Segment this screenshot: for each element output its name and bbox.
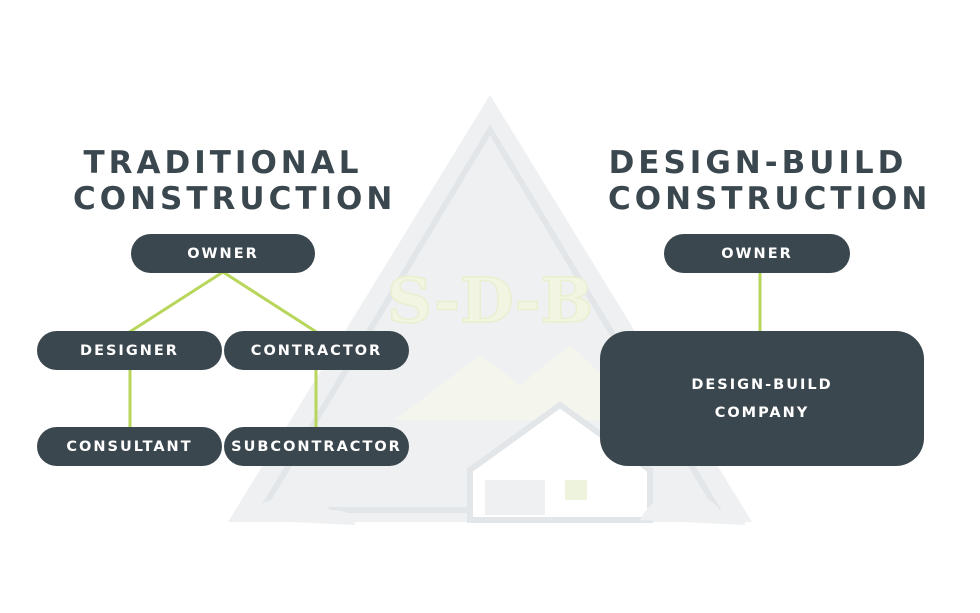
traditional-construction-title: TRADITIONAL CONSTRUCTION <box>73 145 397 217</box>
design-build-title-line2: CONSTRUCTION <box>608 181 932 217</box>
design-build-company-node: DESIGN-BUILD COMPANY <box>600 331 924 466</box>
watermark-cloud-left <box>250 496 355 525</box>
design-build-construction-title: DESIGN-BUILD CONSTRUCTION <box>608 145 932 217</box>
contractor-node: CONTRACTOR <box>224 331 409 370</box>
watermark-cloud-right <box>640 496 745 525</box>
connector-owner-contractor <box>222 270 319 335</box>
traditional-title-line1: TRADITIONAL <box>83 145 363 181</box>
company-label-line2: COMPANY <box>714 404 810 421</box>
traditional-owner-node: OWNER <box>131 234 315 273</box>
watermark-logo-text: S-D-B <box>387 264 593 337</box>
consultant-node: CONSULTANT <box>37 427 222 466</box>
design-build-title-line1: DESIGN-BUILD <box>608 145 908 181</box>
company-label-line1: DESIGN-BUILD <box>691 376 833 393</box>
watermark-window <box>565 480 587 500</box>
design-build-owner-node: OWNER <box>664 234 850 273</box>
connector-owner-designer <box>127 270 224 335</box>
subcontractor-node: SUBCONTRACTOR <box>224 427 409 466</box>
watermark-garage <box>485 480 545 515</box>
watermark-mountain <box>395 345 650 420</box>
designer-node: DESIGNER <box>37 331 222 370</box>
traditional-title-line2: CONSTRUCTION <box>73 181 397 217</box>
